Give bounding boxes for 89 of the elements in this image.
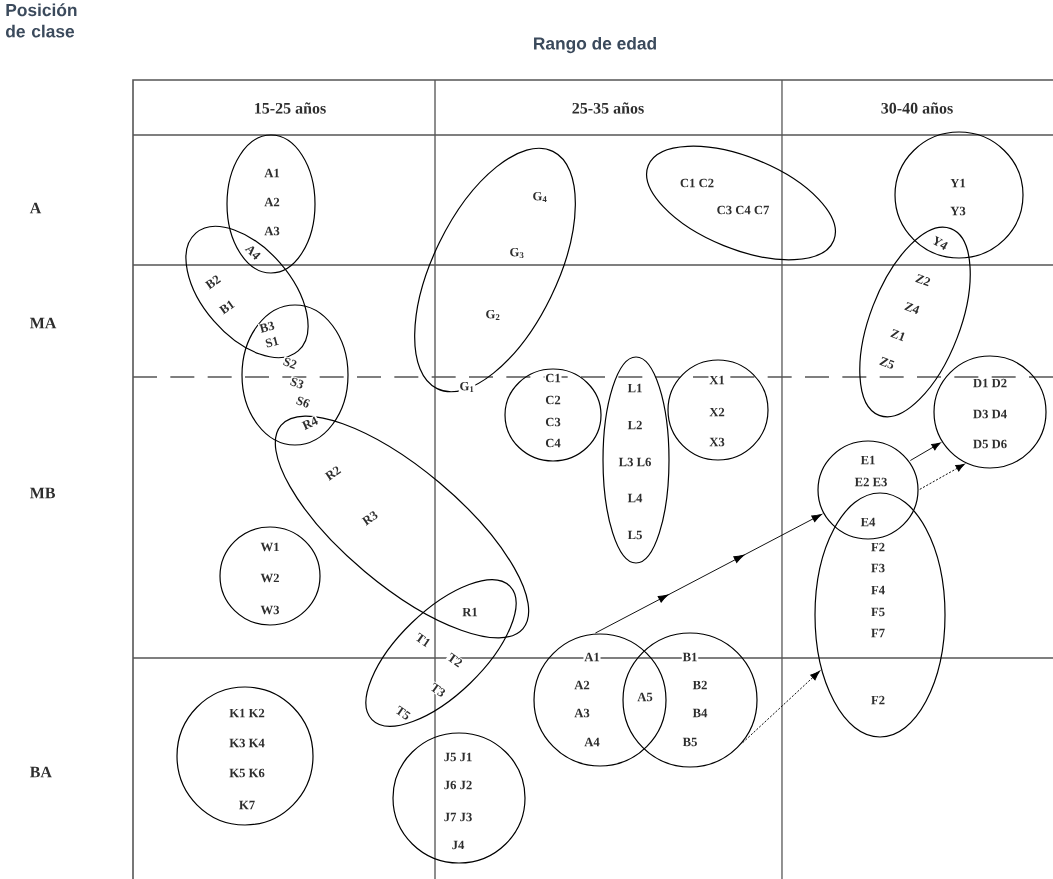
row-header: MB — [30, 487, 56, 499]
member-label: J5 J1 — [442, 751, 474, 763]
member-label: K3 K4 — [228, 737, 266, 749]
member-label: G$_{3}$ — [508, 247, 526, 259]
member-label: W3 — [259, 604, 281, 616]
member-label: A3 — [573, 707, 591, 719]
member-label: E2 E3 — [853, 476, 889, 488]
row-header: BA — [30, 766, 52, 778]
arrow — [742, 670, 821, 744]
member-label: F5 — [870, 607, 886, 617]
member-label: C2 — [544, 394, 562, 406]
member-label: X2 — [708, 407, 726, 417]
member-label: A2 — [573, 680, 591, 690]
member-label: D3 D4 — [972, 408, 1008, 420]
member-label: D5 D6 — [972, 438, 1008, 450]
row-header: A — [29, 202, 42, 214]
member-label: Z4 — [902, 300, 922, 316]
member-label: L5 — [626, 530, 644, 540]
member-label: T2 — [445, 651, 465, 669]
arrow — [919, 463, 965, 490]
member-label: E4 — [859, 517, 877, 527]
member-label: R4 — [300, 414, 320, 432]
member-label: S3 — [288, 375, 306, 391]
arrow — [594, 513, 822, 634]
member-label: K7 — [238, 800, 256, 810]
row-header: MA — [30, 317, 57, 329]
member-label: B1 — [681, 652, 699, 662]
member-label: C3 C4 C7 — [715, 204, 771, 216]
member-label: Z1 — [888, 327, 908, 343]
member-label: A4 — [243, 242, 263, 262]
member-label: F2 — [870, 695, 886, 705]
member-label: B3 — [257, 320, 277, 334]
member-label: L2 — [626, 420, 644, 430]
member-label: B1 — [217, 298, 237, 316]
member-label: B4 — [691, 708, 709, 718]
member-label: G$_{2}$ — [484, 309, 502, 321]
member-label: J6 J2 — [442, 779, 474, 791]
member-label: A1 — [263, 168, 281, 178]
member-label: S6 — [294, 394, 312, 410]
member-label: D1 D2 — [972, 378, 1008, 388]
member-label: R3 — [360, 508, 380, 528]
member-label: W1 — [259, 541, 281, 553]
member-label: R2 — [323, 464, 343, 482]
member-label: B2 — [203, 273, 223, 291]
member-label: Y1 — [949, 178, 967, 188]
member-label: T3 — [428, 681, 448, 699]
member-label: T1 — [413, 631, 433, 649]
member-label: L1 — [626, 383, 644, 393]
member-label: A5 — [636, 691, 654, 703]
column-header: 30-40 años — [881, 102, 953, 114]
member-label: K5 K6 — [228, 767, 266, 779]
chart-title: Rango de edad — [534, 36, 656, 54]
member-label: Z2 — [913, 272, 933, 288]
member-label: X1 — [708, 375, 726, 385]
member-label: G$_{4}$ — [531, 191, 549, 203]
member-label: F3 — [870, 562, 886, 574]
member-label: W2 — [259, 572, 281, 584]
member-label: Y3 — [949, 205, 967, 217]
member-label: J7 J3 — [442, 811, 474, 823]
column-header: 15-25 años — [255, 102, 326, 114]
member-label: B2 — [691, 680, 709, 690]
member-label: T5 — [393, 704, 413, 722]
member-label: C4 — [544, 437, 562, 449]
member-label: Y4 — [930, 234, 950, 252]
axis-title: Posición de clase — [6, 3, 77, 38]
member-label: C3 — [544, 416, 562, 428]
column-header: 25-35 años — [572, 102, 644, 114]
member-label: K1 K2 — [228, 708, 266, 718]
member-label: F4 — [870, 585, 886, 595]
member-label: A3 — [263, 225, 281, 237]
member-label: A2 — [263, 197, 281, 207]
member-label: F2 — [870, 542, 886, 552]
member-label: J4 — [450, 840, 466, 851]
member-label: A1 — [583, 652, 601, 662]
member-label: C1 C2 — [679, 177, 715, 189]
arrow — [909, 442, 941, 461]
member-label: A4 — [583, 737, 601, 747]
member-label: G$_{1}$ — [458, 381, 476, 393]
member-label: L3 L6 — [617, 456, 653, 468]
member-label: R1 — [461, 607, 479, 617]
member-label: B5 — [681, 737, 699, 747]
member-label: E1 — [859, 455, 877, 465]
member-label: S2 — [281, 355, 299, 371]
member-label: X3 — [708, 436, 726, 448]
member-label: L4 — [626, 493, 644, 503]
member-label: C1 — [544, 372, 562, 384]
member-label: F7 — [870, 628, 886, 638]
member-label: Z5 — [877, 355, 897, 371]
member-label: S1 — [263, 335, 281, 349]
